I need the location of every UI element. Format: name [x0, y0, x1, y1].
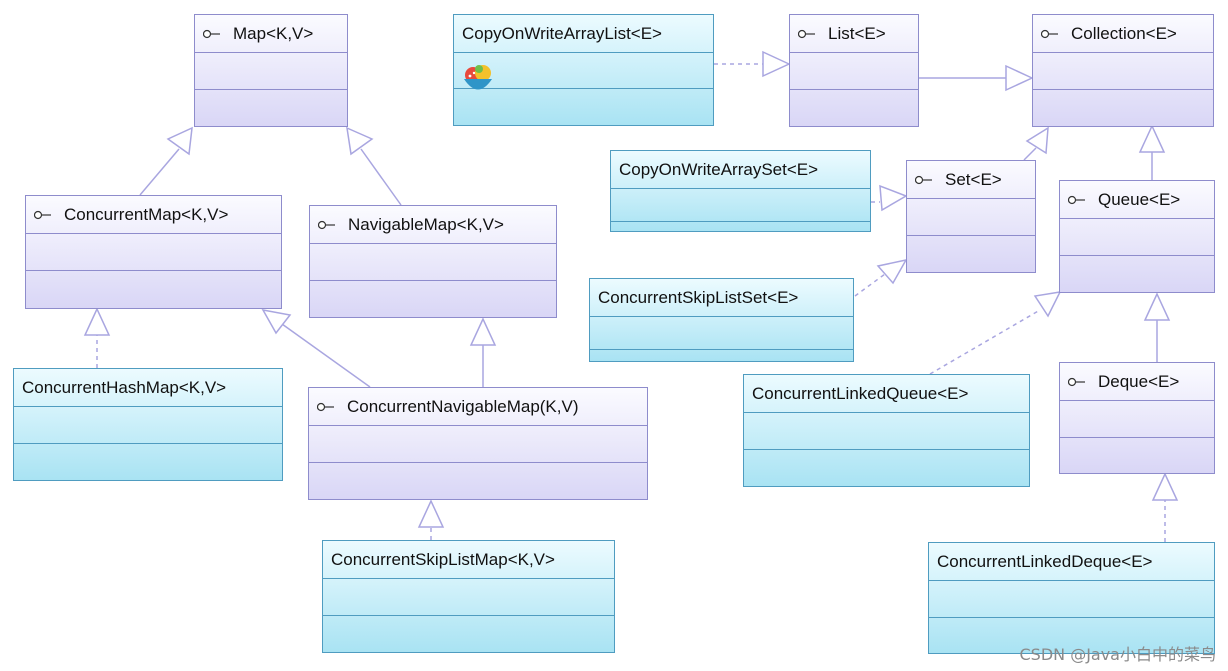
- node-collection[interactable]: Collection<E>: [1032, 14, 1214, 127]
- arrowhead-concurrentlinkeddeque-deque: [1151, 472, 1179, 501]
- node-list-label: List<E>: [828, 23, 886, 43]
- node-divider: [790, 89, 918, 90]
- node-divider: [14, 443, 282, 444]
- interface-lollipop-icon: [317, 402, 337, 412]
- interface-lollipop-icon: [1041, 29, 1061, 39]
- node-concurrent-map-label: ConcurrentMap<K,V>: [64, 204, 229, 224]
- node-divider: [929, 617, 1214, 618]
- edge-concurrentmap-map: [139, 148, 180, 196]
- arrowhead-navigablemap-map: [346, 126, 374, 156]
- node-concurrent-linked-deque-label: ConcurrentLinkedDeque<E>: [937, 551, 1153, 571]
- node-concurrent-skip-list-map-label: ConcurrentSkipListMap<K,V>: [331, 549, 555, 569]
- node-divider: [590, 349, 853, 350]
- edge-navigablemap-map: [360, 148, 402, 206]
- edge-concurrentskiplistset-set: [854, 273, 886, 297]
- node-divider: [323, 615, 614, 616]
- node-concurrent-hash-map-label: ConcurrentHashMap<K,V>: [22, 377, 227, 397]
- edge-set-collection: [1023, 147, 1037, 161]
- arrowhead-set-collection: [1025, 126, 1049, 155]
- arrowhead-concurrentnavigablemap-concurrentmap: [261, 308, 292, 335]
- arrowhead-concurrentnavigablemap-navigablemap: [469, 317, 497, 346]
- node-divider: [309, 462, 647, 463]
- interface-lollipop-icon: [318, 220, 338, 230]
- node-collection-label: Collection<E>: [1071, 23, 1177, 43]
- arrowhead-concurrentmap-map: [166, 126, 193, 156]
- arrowhead-copyonwritearrayset-set: [879, 184, 908, 212]
- interface-lollipop-icon: [915, 175, 935, 185]
- interface-lollipop-icon: [1068, 377, 1088, 387]
- node-concurrent-map[interactable]: ConcurrentMap<K,V>: [25, 195, 282, 309]
- node-navigable-map[interactable]: NavigableMap<K,V>: [309, 205, 557, 318]
- node-divider: [744, 449, 1029, 450]
- node-navigable-map-label: NavigableMap<K,V>: [348, 214, 504, 234]
- node-concurrent-linked-queue-label: ConcurrentLinkedQueue<E>: [752, 383, 969, 403]
- arrowhead-concurrentskiplistset-set: [876, 258, 908, 285]
- node-concurrent-skip-list-set-label: ConcurrentSkipListSet<E>: [598, 287, 799, 307]
- node-divider: [26, 270, 281, 271]
- node-concurrent-linked-deque[interactable]: ConcurrentLinkedDeque<E>: [928, 542, 1215, 654]
- arrowhead-copyonwritearraylist-list: [762, 50, 791, 78]
- interface-lollipop-icon: [1068, 195, 1088, 205]
- node-deque-label: Deque<E>: [1098, 371, 1180, 391]
- edge-concurrentnavigablemap-concurrentmap: [281, 323, 371, 388]
- node-divider: [454, 88, 713, 89]
- fruit-bowl-icon: [462, 62, 494, 101]
- node-set[interactable]: Set<E>: [906, 160, 1036, 273]
- node-queue-label: Queue<E>: [1098, 189, 1181, 209]
- arrowhead-concurrentlinkedqueue-queue: [1033, 291, 1062, 318]
- node-divider: [1060, 437, 1214, 438]
- node-concurrent-skip-list-map[interactable]: ConcurrentSkipListMap<K,V>: [322, 540, 615, 653]
- node-divider: [310, 280, 556, 281]
- node-copy-on-write-array-list[interactable]: CopyOnWriteArrayList<E>: [453, 14, 714, 126]
- node-deque[interactable]: Deque<E>: [1059, 362, 1215, 474]
- interface-lollipop-icon: [34, 210, 54, 220]
- arrowhead-list-collection: [1005, 64, 1034, 92]
- node-copy-on-write-array-set-label: CopyOnWriteArraySet<E>: [619, 159, 819, 179]
- node-concurrent-skip-list-set[interactable]: ConcurrentSkipListSet<E>: [589, 278, 854, 362]
- node-divider: [611, 221, 870, 222]
- arrowhead-queue-collection: [1138, 124, 1166, 153]
- arrowhead-concurrenthashmap-concurrentmap: [83, 307, 111, 336]
- edge-concurrentlinkedqueue-queue: [929, 309, 1041, 375]
- node-copy-on-write-array-set[interactable]: CopyOnWriteArraySet<E>: [610, 150, 871, 232]
- node-queue[interactable]: Queue<E>: [1059, 180, 1215, 293]
- node-list[interactable]: List<E>: [789, 14, 919, 127]
- node-map[interactable]: Map<K,V>: [194, 14, 348, 127]
- interface-lollipop-icon: [798, 29, 818, 39]
- node-divider: [907, 235, 1035, 236]
- node-concurrent-navigable-map[interactable]: ConcurrentNavigableMap(K,V): [308, 387, 648, 500]
- node-set-label: Set<E>: [945, 169, 1002, 189]
- node-divider: [195, 89, 347, 90]
- arrowhead-concurrentskiplistmap-concurrentnavigablemap: [417, 499, 445, 528]
- node-concurrent-linked-queue[interactable]: ConcurrentLinkedQueue<E>: [743, 374, 1030, 487]
- arrowhead-deque-queue: [1143, 292, 1171, 321]
- watermark: CSDN @Java小白中的菜鸟: [1019, 645, 1216, 664]
- interface-lollipop-icon: [203, 29, 223, 39]
- node-copy-on-write-array-list-label: CopyOnWriteArrayList<E>: [462, 23, 662, 43]
- node-map-label: Map<K,V>: [233, 23, 314, 43]
- node-divider: [1060, 255, 1214, 256]
- node-concurrent-hash-map[interactable]: ConcurrentHashMap<K,V>: [13, 368, 283, 481]
- node-divider: [1033, 89, 1213, 90]
- node-concurrent-navigable-map-label: ConcurrentNavigableMap(K,V): [347, 396, 579, 416]
